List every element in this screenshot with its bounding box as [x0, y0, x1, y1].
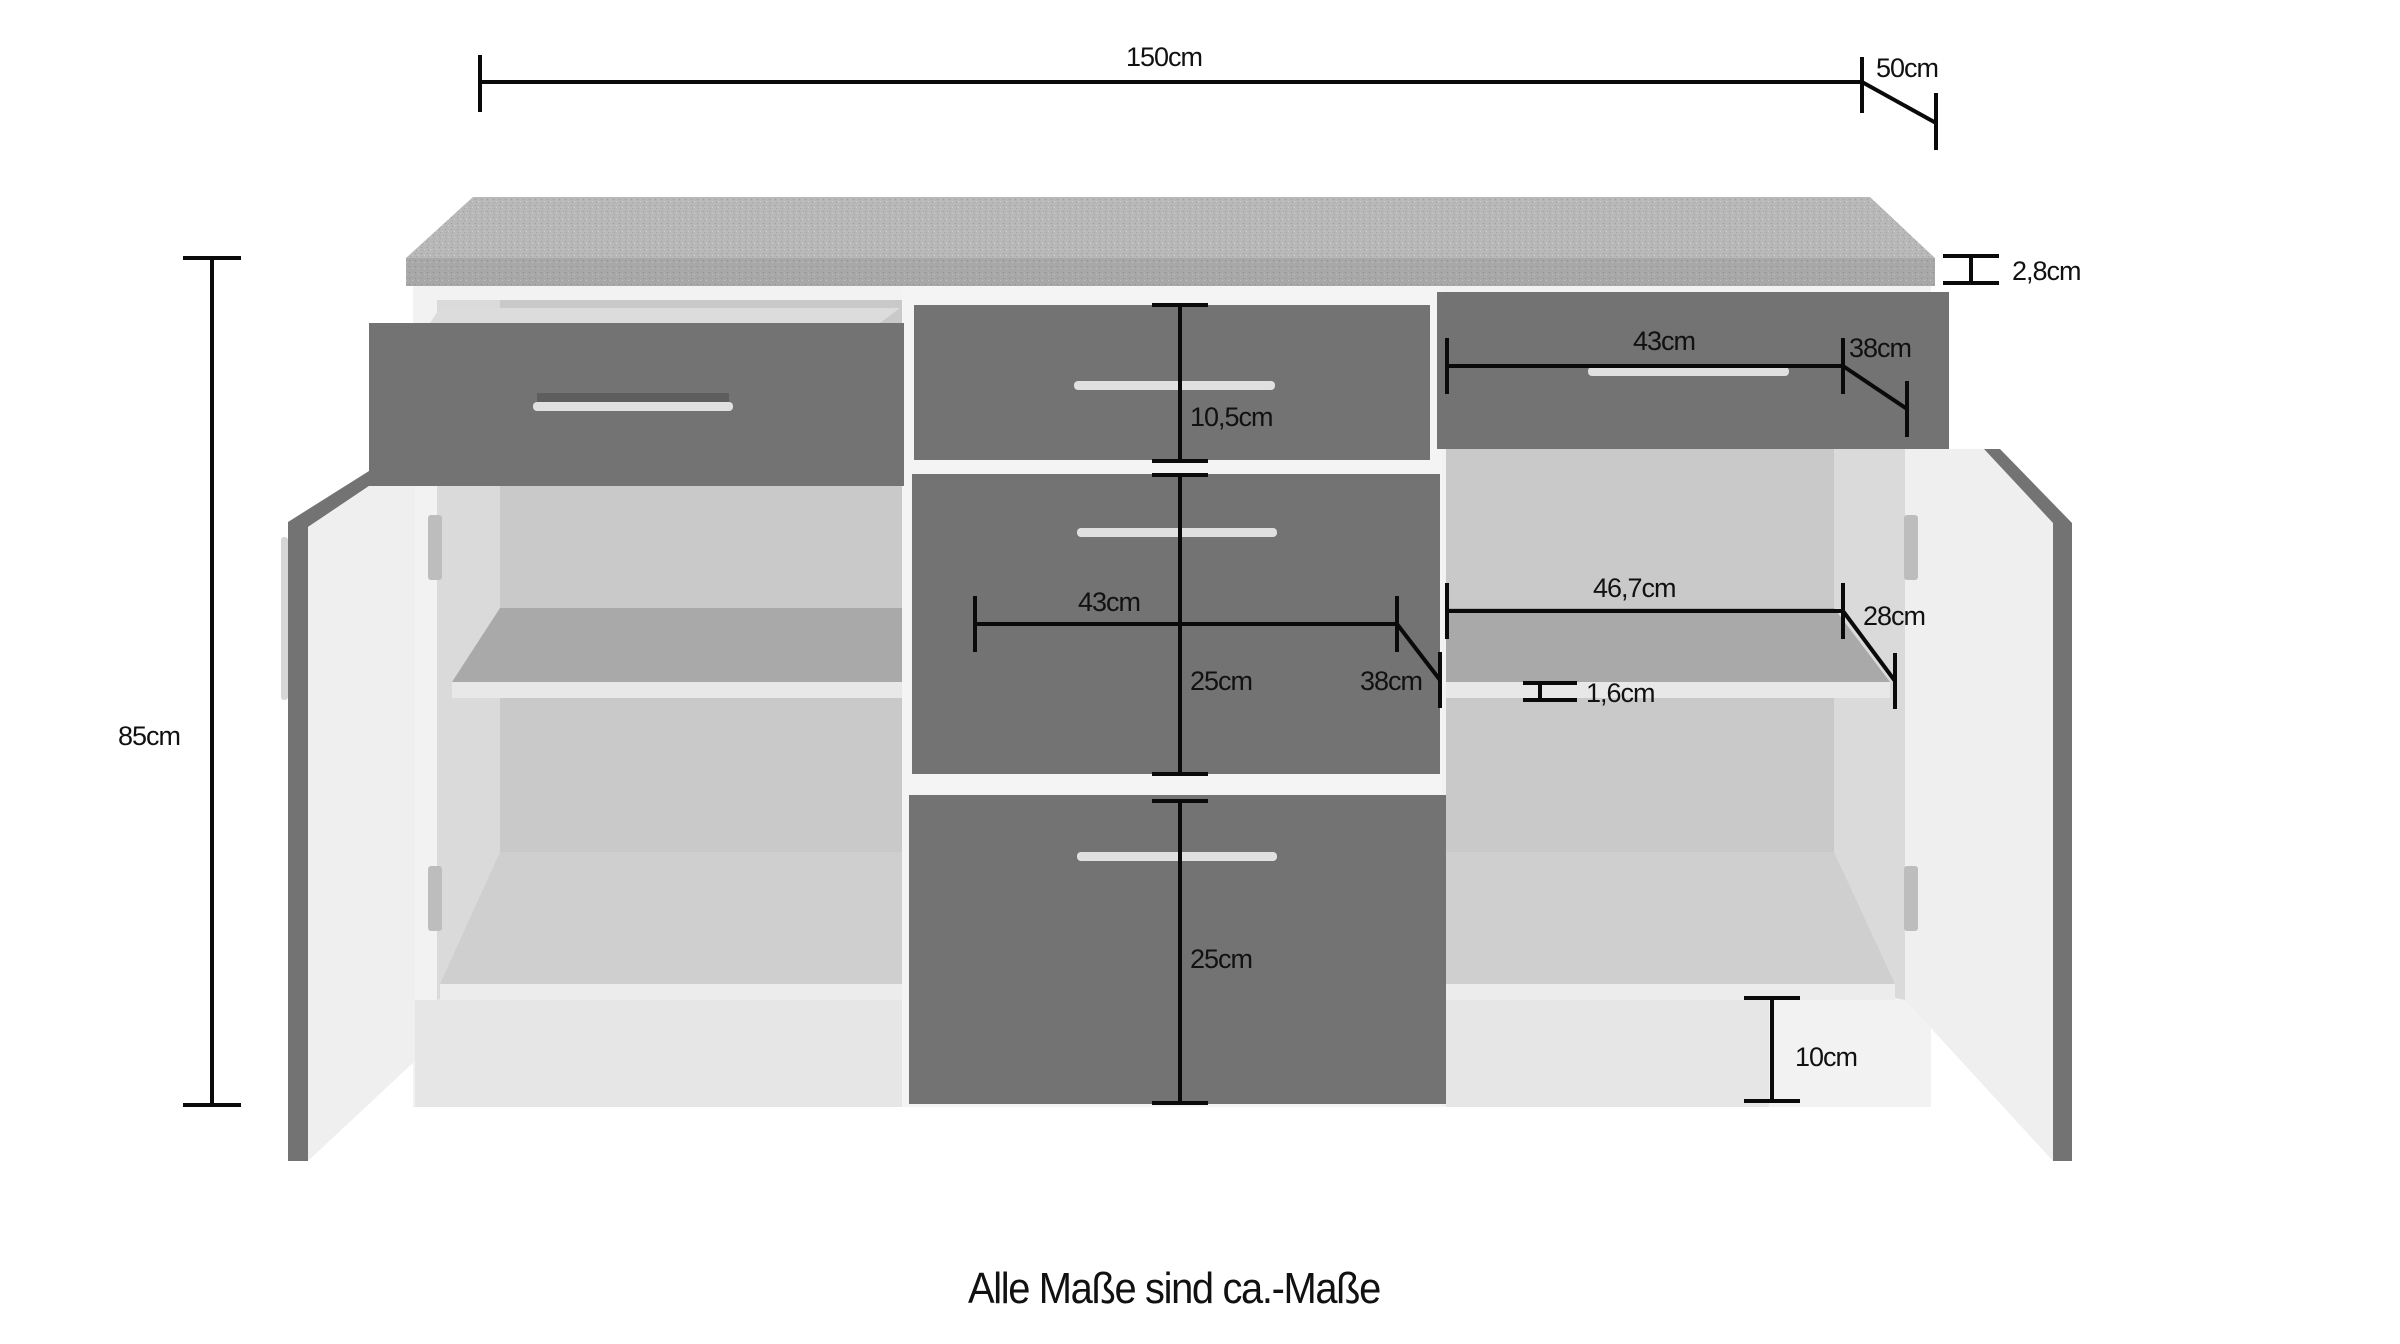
- right-door-hinge-top: [1904, 515, 1918, 580]
- left-shelf-front: [452, 682, 902, 698]
- left-plinth: [415, 1000, 905, 1107]
- right-door-edge: [1984, 449, 2072, 1161]
- dim-height: [183, 256, 241, 1107]
- right-plinth: [1446, 1000, 1769, 1107]
- left-door-inner-panel: [308, 486, 415, 1161]
- dim-worktop-thickness: [1943, 254, 1999, 285]
- worktop-front-edge: [406, 258, 1935, 286]
- right-door[interactable]: [1904, 449, 2072, 1161]
- caption: Alle Maße sind ca.-Maße: [968, 1264, 1380, 1313]
- dim-shelf: [1445, 583, 1897, 709]
- label-shelf-width: 46,7cm: [1593, 573, 1676, 603]
- right-bottom-shelf-front: [1446, 984, 1895, 1000]
- center-drawer-3[interactable]: [909, 795, 1446, 1104]
- label-height: 85cm: [118, 721, 180, 751]
- left-door-hinge-top: [428, 515, 442, 580]
- center-drawer-1[interactable]: [914, 305, 1430, 460]
- right-compartment-side-wall: [1834, 440, 1905, 1000]
- center-drawer-2-handle[interactable]: [1077, 528, 1277, 537]
- right-shelf-top: [1446, 608, 1890, 682]
- label-total-width: 150cm: [1126, 42, 1202, 72]
- label-right-drawer-width: 43cm: [1633, 326, 1695, 356]
- label-worktop-thickness: 2,8cm: [2012, 256, 2081, 286]
- left-drawer-handle[interactable]: [533, 402, 733, 411]
- left-door-hinge-bottom: [428, 866, 442, 931]
- left-drawer[interactable]: [369, 308, 904, 486]
- center-drawer-3-front: [909, 795, 1446, 1104]
- dimension-lines: [183, 55, 1999, 1107]
- label-mid-drawer-width: 43cm: [1078, 587, 1140, 617]
- right-door-hinge-bottom: [1904, 866, 1918, 931]
- left-bottom-shelf-front: [440, 984, 902, 1000]
- right-door-inner-panel: [1905, 449, 2053, 1161]
- center-drawer-3-handle[interactable]: [1077, 852, 1277, 861]
- left-door-handle[interactable]: [281, 537, 288, 700]
- label-mid-drawer-height: 25cm: [1190, 666, 1252, 696]
- dim-plinth: [1744, 996, 1800, 1103]
- dim-shelf-thickness: [1523, 681, 1577, 702]
- left-door-edge: [288, 471, 369, 1161]
- label-shelf-depth: 28cm: [1863, 601, 1925, 631]
- dim-total-width: [478, 55, 1864, 113]
- dim-middle-drawer-inner: [973, 596, 1442, 708]
- label-right-drawer-depth: 38cm: [1849, 333, 1911, 363]
- worktop: [406, 197, 1935, 286]
- label-depth: 50cm: [1876, 53, 1938, 83]
- left-bottom-shelf-top: [440, 852, 902, 984]
- left-drawer-handle-shadow: [537, 393, 729, 402]
- left-door[interactable]: [281, 471, 442, 1161]
- dimension-labels: 150cm 50cm 85cm 2,8cm 10,5cm 43cm 25cm 3…: [118, 42, 2082, 1072]
- left-drawer-box: [430, 308, 900, 323]
- center-drawer-1-handle[interactable]: [1074, 381, 1275, 390]
- label-plinth-height: 10cm: [1795, 1042, 1857, 1072]
- right-drawer-handle[interactable]: [1588, 367, 1789, 376]
- right-bottom-shelf-top: [1446, 852, 1895, 984]
- worktop-surface: [406, 197, 1935, 258]
- dim-depth: [1861, 80, 1938, 150]
- dim-top-drawer-height: [1152, 303, 1208, 463]
- right-drawer[interactable]: [1437, 292, 1949, 449]
- label-shelf-thickness: 1,6cm: [1586, 678, 1655, 708]
- label-mid-drawer-depth: 38cm: [1360, 666, 1422, 696]
- label-bottom-drawer-height: 25cm: [1190, 944, 1252, 974]
- dim-bottom-drawer-height: [1152, 799, 1208, 1105]
- label-top-drawer-height: 10,5cm: [1190, 402, 1273, 432]
- dim-right-drawer-inner: [1445, 338, 1909, 437]
- right-shelf-front: [1446, 682, 1890, 698]
- left-shelf-top: [452, 608, 902, 682]
